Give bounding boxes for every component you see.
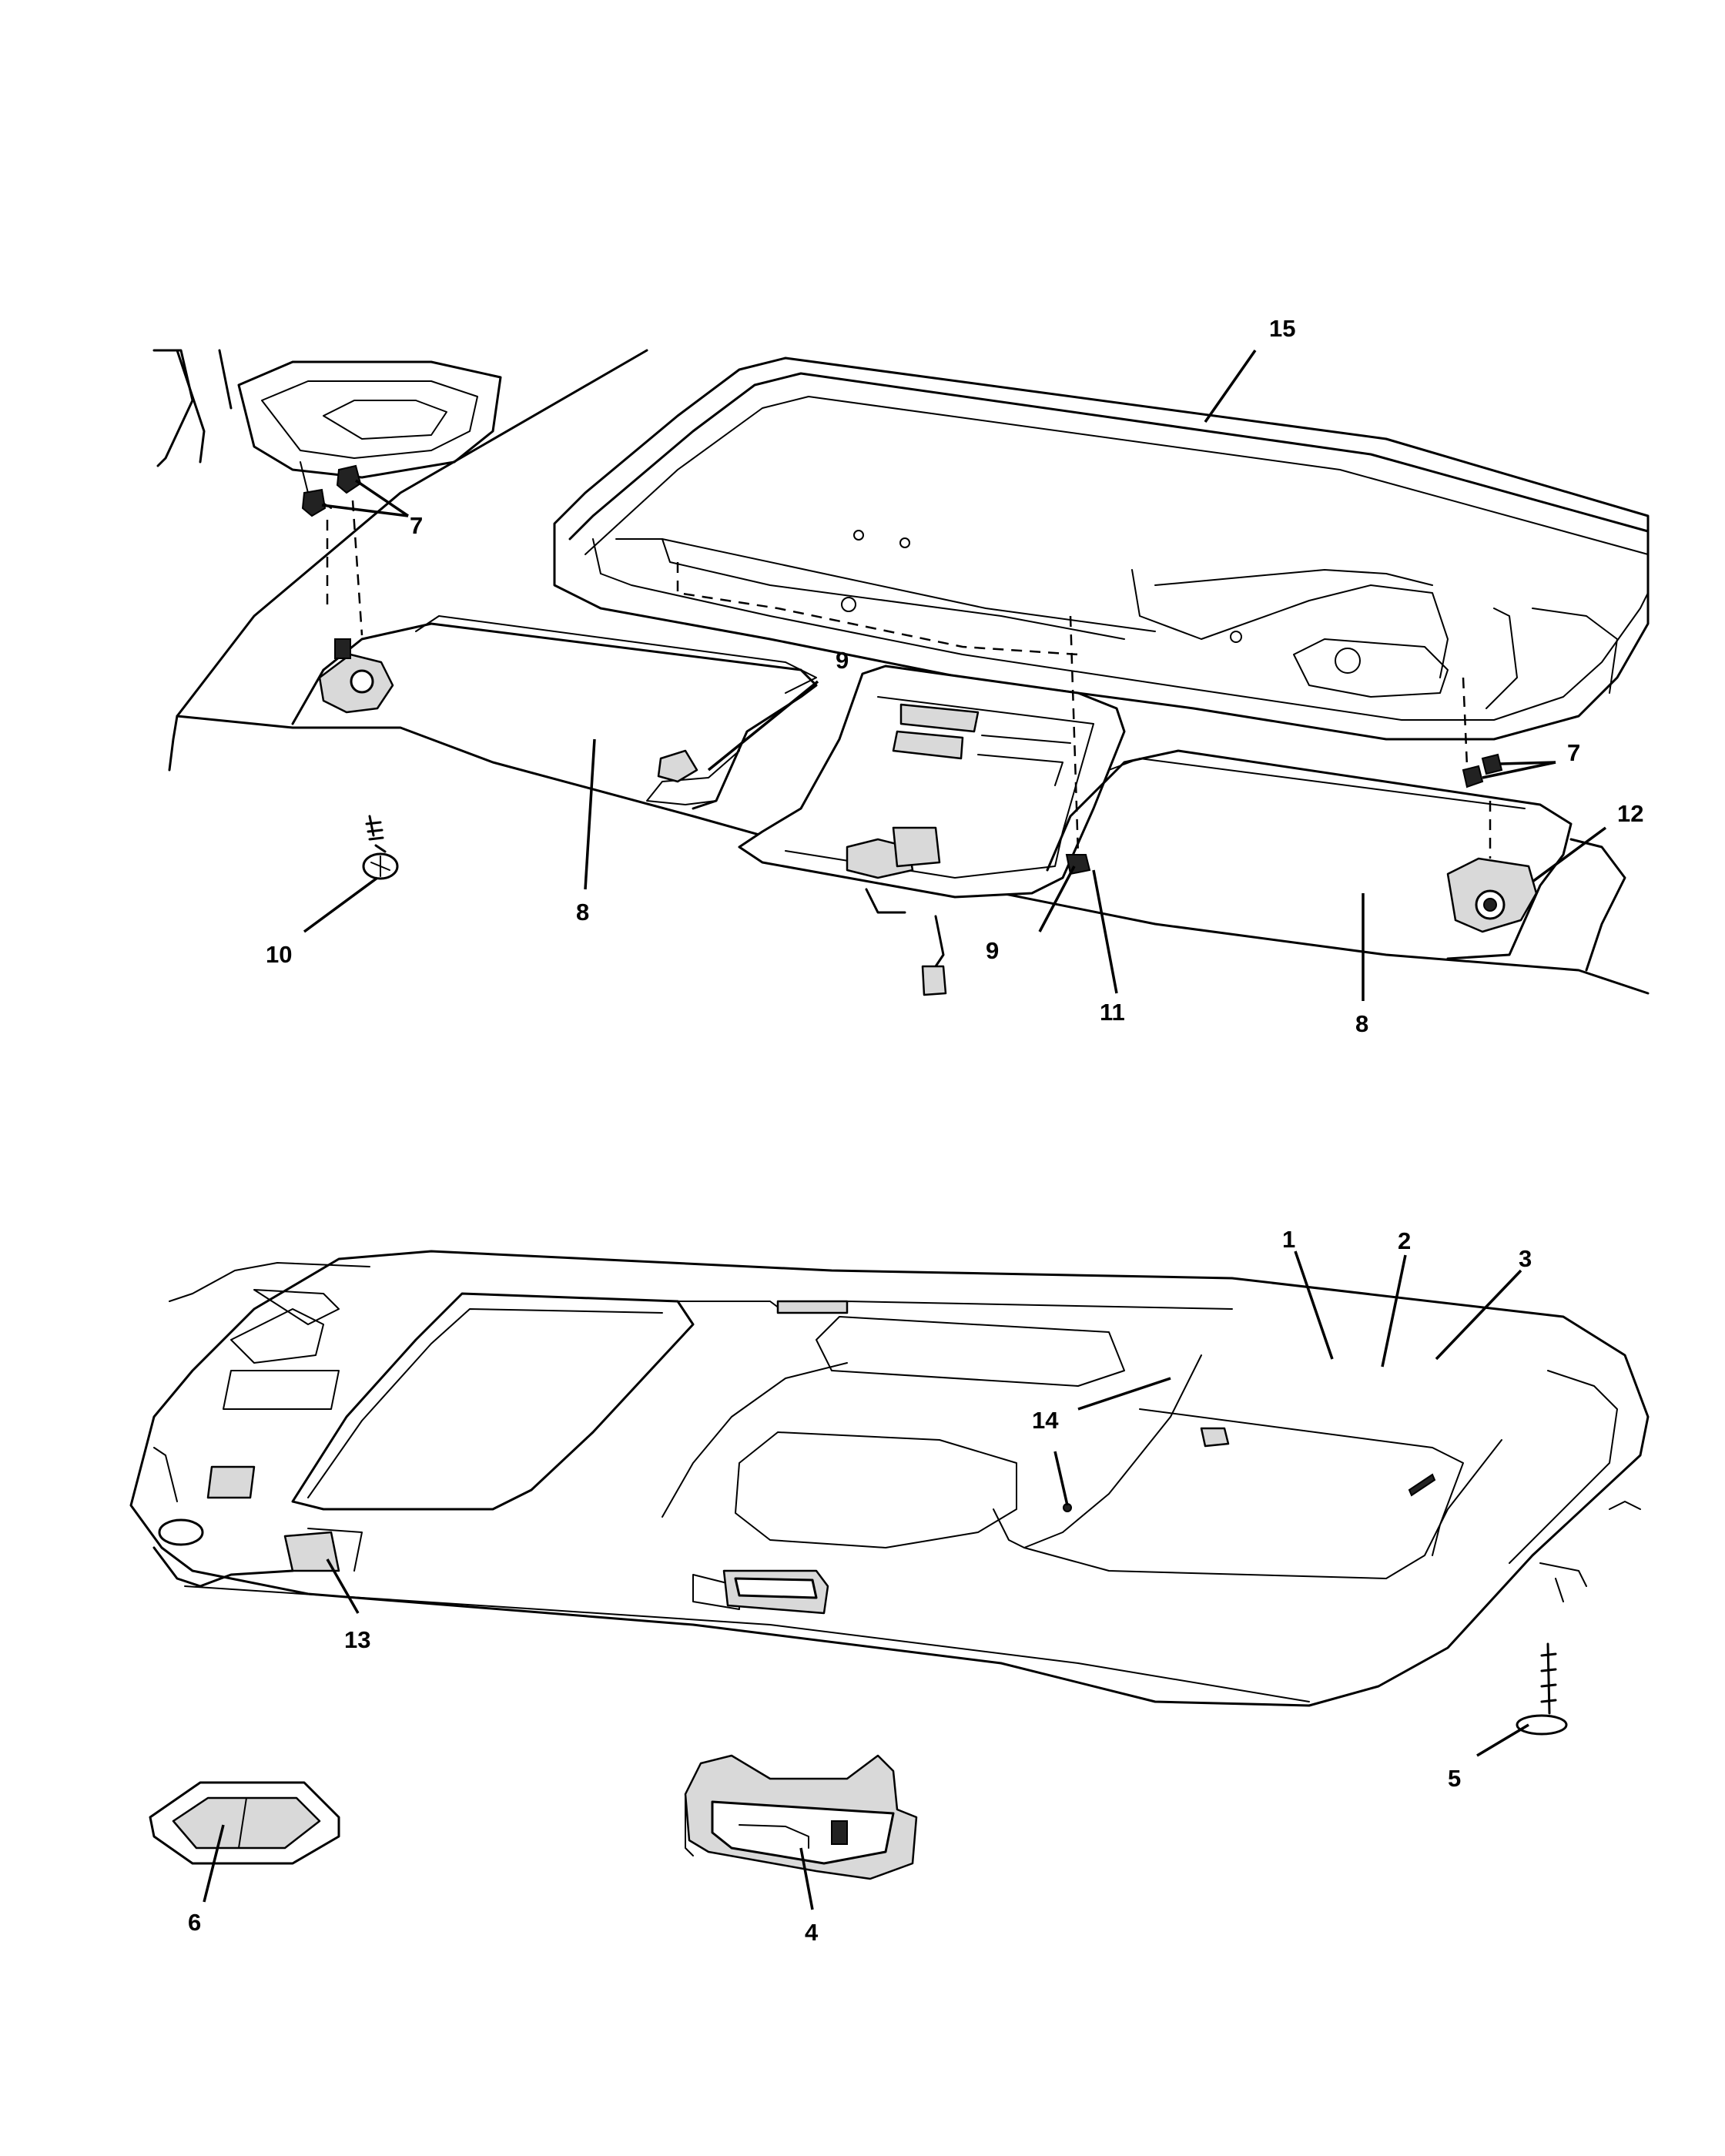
callout-4: 4 xyxy=(805,1919,819,1946)
leader-4 xyxy=(799,1847,814,1910)
overhead-console-assembly xyxy=(152,349,1650,996)
leader-5 xyxy=(1476,1723,1529,1757)
callout-7-right: 7 xyxy=(1567,739,1580,766)
callout-15: 15 xyxy=(1269,315,1295,342)
leader-7a-2 xyxy=(321,504,409,517)
leader-14a xyxy=(1077,1377,1171,1411)
callout-1: 1 xyxy=(1282,1226,1295,1253)
callout-9-left: 9 xyxy=(836,647,849,674)
leader-lines xyxy=(203,349,1607,1910)
leader-9a xyxy=(707,680,819,772)
callout-12: 12 xyxy=(1617,800,1643,827)
callout-10: 10 xyxy=(266,941,292,968)
leader-11 xyxy=(1092,869,1118,994)
leader-9b xyxy=(1038,865,1076,932)
leader-7a-1 xyxy=(355,479,409,517)
callout-3: 3 xyxy=(1519,1245,1532,1272)
leader-15 xyxy=(1204,349,1257,424)
leader-6 xyxy=(203,1824,225,1903)
screw-10 xyxy=(362,815,399,880)
leader-8a xyxy=(584,738,596,890)
callout-2: 2 xyxy=(1398,1227,1411,1254)
leader-10 xyxy=(303,876,379,933)
leader-7b-1 xyxy=(1482,761,1556,779)
grab-handle-part-4 xyxy=(684,1754,918,1880)
leader-3 xyxy=(1435,1269,1522,1361)
callout-11: 11 xyxy=(1100,999,1125,1026)
leader-1 xyxy=(1294,1250,1334,1360)
callout-5: 5 xyxy=(1448,1765,1461,1792)
leader-13 xyxy=(326,1558,360,1614)
callout-13: 13 xyxy=(344,1626,370,1653)
callout-14: 14 xyxy=(1032,1407,1059,1434)
callout-8-right: 8 xyxy=(1355,1010,1368,1037)
headliner-panel xyxy=(129,1250,1650,1707)
callout-labels: 15 7 9 7 12 10 8 9 11 8 1 2 3 14 13 5 6 … xyxy=(188,315,1643,1946)
bezel-part-6 xyxy=(149,1781,340,1865)
callout-9-center: 9 xyxy=(986,937,999,964)
leader-7b-2 xyxy=(1499,761,1556,765)
push-pin-part-5 xyxy=(1516,1642,1568,1736)
leader-14b xyxy=(1053,1451,1069,1506)
leader-12 xyxy=(1531,826,1607,883)
callout-8-left: 8 xyxy=(576,899,589,926)
leader-2 xyxy=(1381,1254,1407,1368)
callout-6: 6 xyxy=(188,1909,201,1936)
callout-7-top-left: 7 xyxy=(410,512,423,539)
